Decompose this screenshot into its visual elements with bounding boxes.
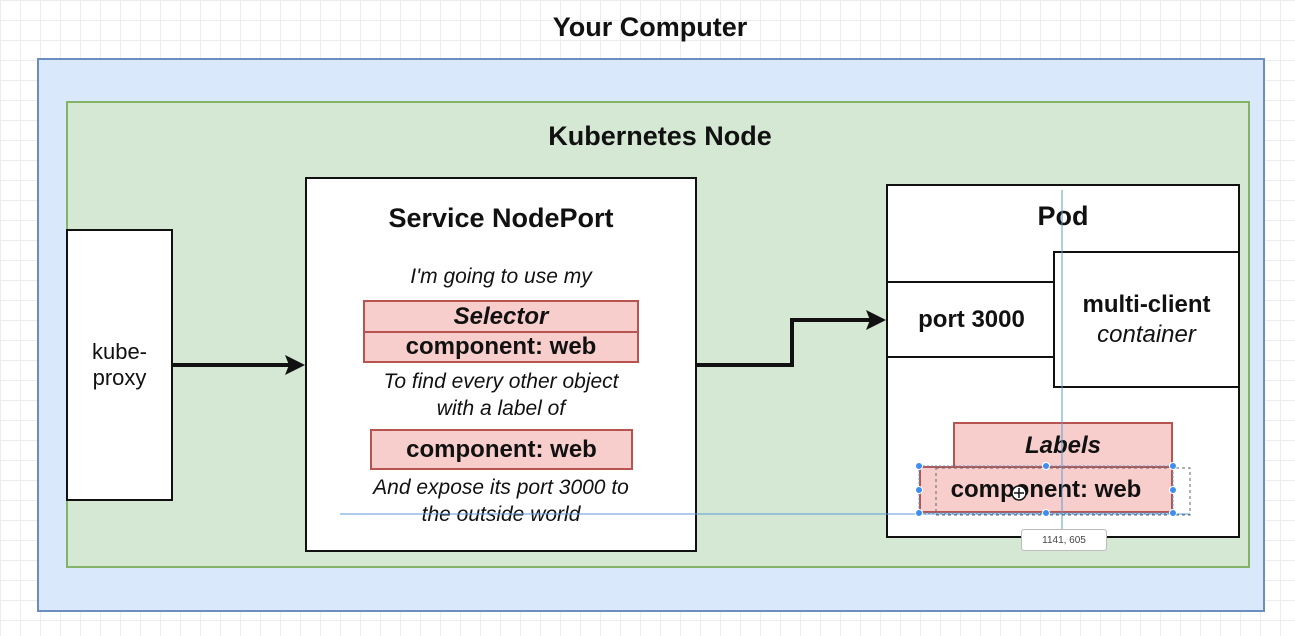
service-to-pod-connector[interactable] xyxy=(697,318,870,367)
selector-heading: Selector xyxy=(453,303,549,330)
service-intro-text: I'm going to use my xyxy=(410,265,592,288)
pod-title: Pod xyxy=(1037,201,1089,231)
kube-proxy-label: kube- proxy xyxy=(91,339,148,390)
multi-client-container-box[interactable]: multi-client container xyxy=(1053,251,1240,388)
container-name: multi-client xyxy=(1082,290,1211,318)
resize-handle-top-left[interactable] xyxy=(915,462,923,470)
labels-heading: Labels xyxy=(1024,431,1102,459)
computer-title: Your Computer xyxy=(552,12,748,42)
selector-value-box[interactable]: component: web xyxy=(363,331,639,363)
port-label: port 3000 xyxy=(918,305,1025,333)
container-subtitle: container xyxy=(1097,320,1196,348)
resize-handle-bottom-right[interactable] xyxy=(1169,509,1177,517)
labels-heading-box[interactable]: Labels xyxy=(953,422,1173,469)
resize-handle-right[interactable] xyxy=(1169,486,1177,494)
resize-handle-left[interactable] xyxy=(915,486,923,494)
port-3000-box[interactable]: port 3000 xyxy=(886,281,1057,358)
service-label-value: component: web xyxy=(406,435,597,463)
resize-handle-bottom[interactable] xyxy=(1042,509,1050,517)
service-title: Service NodePort xyxy=(388,203,614,233)
arrow-head-icon xyxy=(866,310,886,330)
coordinate-tooltip: 1141, 605 xyxy=(1021,529,1107,551)
find-text-line-2: with a label of xyxy=(436,397,566,420)
drag-preview-outline xyxy=(935,467,1191,516)
find-text-line-1: To find every other object xyxy=(383,370,619,393)
selection-outline xyxy=(918,465,1174,514)
service-nodeport-box[interactable] xyxy=(305,177,697,552)
selector-value: component: web xyxy=(405,333,597,360)
resize-handle-top[interactable] xyxy=(1042,462,1050,470)
move-cursor-icon xyxy=(1011,485,1027,501)
service-label-box[interactable]: component: web xyxy=(370,429,633,470)
node-title: Kubernetes Node xyxy=(548,121,772,151)
labels-value: component: web xyxy=(950,475,1142,503)
kube-proxy-box[interactable]: kube- proxy xyxy=(66,229,173,501)
resize-handle-top-right[interactable] xyxy=(1169,462,1177,470)
arrow-head-icon xyxy=(285,355,305,375)
expose-text-line-1: And expose its port 3000 to xyxy=(373,476,629,499)
resize-handle-bottom-left[interactable] xyxy=(915,509,923,517)
coordinate-readout: 1141, 605 xyxy=(1042,534,1086,546)
